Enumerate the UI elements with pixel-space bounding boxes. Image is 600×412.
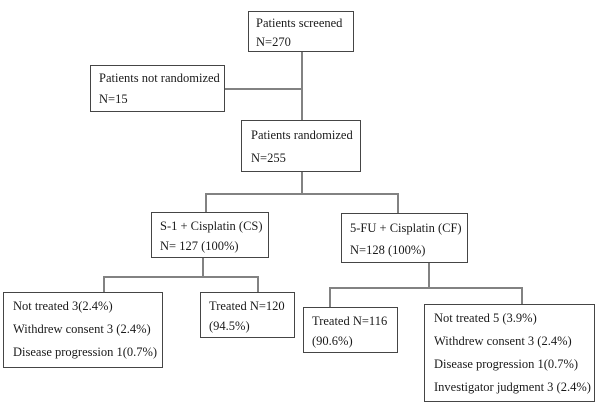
box-text-line: 5-FU + Cisplatin (CF) — [350, 221, 462, 235]
box-text-line: Withdrew consent 3 (2.4%) — [434, 334, 572, 348]
box-text-line: Disease progression 1(0.7%) — [434, 357, 579, 371]
connector-screened-to-randomized — [301, 52, 303, 120]
connector-cf-not-treated-drop — [521, 287, 523, 304]
box-text-line: Treated N=116 — [312, 314, 388, 328]
connector-cf-treated-drop — [329, 287, 331, 307]
box-text-line: N=15 — [99, 92, 128, 106]
box-text-line: (94.5%) — [209, 319, 250, 333]
box-cf-not-treated: Not treated 5 (3.9%) Withdrew consent 3 … — [424, 304, 595, 402]
box-text-line: Not treated 3(2.4%) — [13, 299, 113, 313]
connector-cs-not-treated-drop — [103, 276, 105, 292]
box-text-line: Patients not randomized — [99, 71, 220, 85]
box-text-line: Patients randomized — [251, 128, 353, 142]
box-text-line: N= 127 (100%) — [160, 239, 239, 253]
box-cf-arm: 5-FU + Cisplatin (CF) N=128 (100%) — [341, 213, 468, 263]
connector-cf-arm-drop — [397, 193, 399, 213]
box-text-line: N=270 — [256, 35, 291, 49]
box-cs-not-treated: Not treated 3(2.4%) Withdrew consent 3 (… — [3, 292, 163, 368]
box-cs-treated: Treated N=120 (94.5%) — [200, 292, 295, 338]
box-cf-treated: Treated N=116 (90.6%) — [303, 307, 398, 353]
box-patients-not-randomized: Patients not randomized N=15 — [90, 65, 225, 112]
box-patients-screened: Patients screened N=270 — [248, 11, 354, 52]
box-cs-arm: S-1 + Cisplatin (CS) N= 127 (100%) — [151, 212, 269, 258]
connector-randomized-stem — [301, 172, 303, 194]
box-text-line: Not treated 5 (3.9%) — [434, 311, 537, 325]
connector-cs-treated-drop — [257, 276, 259, 292]
connector-arms-crossbar — [205, 193, 398, 195]
connector-cs-stem — [202, 257, 204, 277]
box-text-line: Treated N=120 — [209, 299, 285, 313]
connector-cf-stem — [428, 262, 430, 288]
connector-cs-arm-drop — [205, 193, 207, 212]
box-text-line: Patients screened — [256, 16, 343, 30]
connector-cf-crossbar — [329, 287, 522, 289]
box-text-line: N=255 — [251, 151, 286, 165]
box-text-line: Disease progression 1(0.7%) — [13, 345, 158, 359]
box-text-line: S-1 + Cisplatin (CS) — [160, 219, 263, 233]
connector-cs-crossbar — [103, 276, 258, 278]
box-text-line: Investigator judgment 3 (2.4%) — [434, 380, 591, 394]
connector-not-randomized-branch — [225, 88, 302, 90]
box-text-line: (90.6%) — [312, 334, 353, 348]
box-patients-randomized: Patients randomized N=255 — [241, 120, 361, 172]
box-text-line: N=128 (100%) — [350, 243, 426, 257]
box-text-line: Withdrew consent 3 (2.4%) — [13, 322, 151, 336]
